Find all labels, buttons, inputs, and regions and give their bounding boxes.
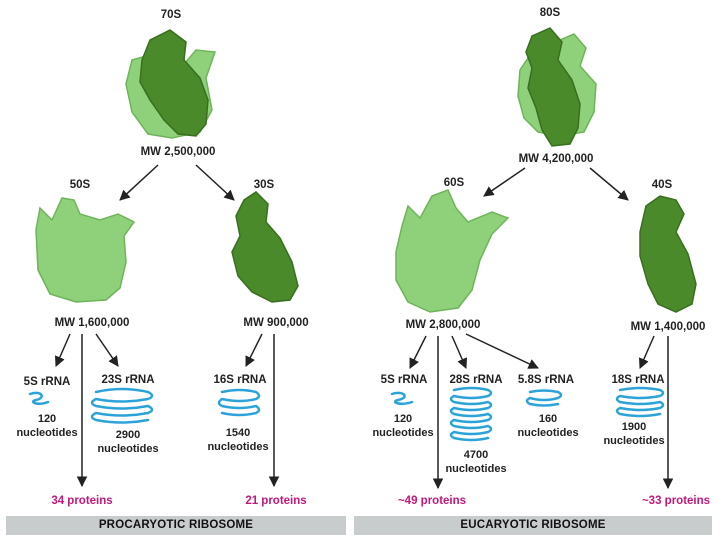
rrna-16s-squiggle xyxy=(217,388,261,417)
label-60s: 60S xyxy=(443,177,465,189)
mw-80s: MW 4,200,000 xyxy=(518,153,594,165)
rrna-58s-nt-unit: nucleotides xyxy=(517,427,579,439)
subunit-30s-shape xyxy=(231,191,299,303)
rrna-5s-euk-nt-count: 120 xyxy=(393,413,413,425)
rrna-5s-prok-nt-count: 120 xyxy=(37,413,57,425)
label-70s: 70S xyxy=(160,9,182,21)
rrna-5s-prok-squiggle xyxy=(28,391,50,405)
rrna-23s-nt-count: 2900 xyxy=(115,429,141,441)
mw-50s: MW 1,600,000 xyxy=(54,317,130,329)
subunit-60s-shape xyxy=(395,189,510,313)
rrna-28s-nt-unit: nucleotides xyxy=(445,463,507,475)
rrna-28s-nt-count: 4700 xyxy=(463,449,489,461)
arrow-60s-to-5s xyxy=(409,335,427,369)
arrow-80s-to-60s xyxy=(483,167,526,197)
rrna-5s-euk-squiggle xyxy=(390,391,414,405)
ribosome-80s-shape xyxy=(517,27,597,147)
label-30s: 30S xyxy=(253,179,275,191)
arrow-70s-to-30s xyxy=(195,164,235,201)
arrow-30s-to-16s xyxy=(245,333,263,367)
rrna-58s-nt-count: 160 xyxy=(538,413,558,425)
rrna-28s-squiggle xyxy=(449,386,493,442)
rrna-18s-name: 18S rRNA xyxy=(611,374,665,386)
label-50s: 50S xyxy=(69,179,91,191)
rrna-16s-nt-unit: nucleotides xyxy=(207,441,269,453)
mw-60s: MW 2,800,000 xyxy=(405,319,481,331)
arrow-50s-to-5s xyxy=(54,333,71,367)
proteins-60s: ~49 proteins xyxy=(397,495,467,507)
rrna-23s-squiggle xyxy=(90,387,154,424)
rrna-58s-squiggle xyxy=(525,389,563,407)
label-80s: 80S xyxy=(539,7,561,19)
label-40s: 40S xyxy=(651,179,673,191)
rrna-18s-nt-count: 1900 xyxy=(621,421,647,433)
proteins-50s: 34 proteins xyxy=(51,495,113,507)
arrow-60s-to-28s xyxy=(451,335,468,369)
mw-30s: MW 900,000 xyxy=(243,317,309,329)
mw-40s: MW 1,400,000 xyxy=(630,321,706,333)
rrna-58s-name: 5.8S rRNA xyxy=(517,374,575,386)
proteins-30s: 21 proteins xyxy=(245,495,307,507)
proteins-40s: ~33 proteins xyxy=(641,495,711,507)
rrna-23s-name: 23S rRNA xyxy=(101,374,155,386)
subunit-50s-shape xyxy=(35,197,136,303)
rrna-28s-name: 28S rRNA xyxy=(449,374,503,386)
mw-70s: MW 2,500,000 xyxy=(140,146,216,158)
arrow-40s-to-18s xyxy=(638,335,655,369)
arrow-80s-to-40s xyxy=(589,167,629,201)
arrow-70s-to-50s xyxy=(119,164,159,201)
title-eucaryotic-ribosome: EUCARYOTIC RIBOSOME xyxy=(354,516,712,535)
arrow-60s-to-58s xyxy=(465,333,539,369)
rrna-5s-euk-nt-unit: nucleotides xyxy=(372,427,434,439)
rrna-16s-nt-count: 1540 xyxy=(225,427,251,439)
subunit-40s-shape xyxy=(639,195,697,313)
rrna-23s-nt-unit: nucleotides xyxy=(97,443,159,455)
rrna-5s-prok-nt-unit: nucleotides xyxy=(16,427,78,439)
rrna-18s-squiggle xyxy=(615,386,665,418)
rrna-18s-nt-unit: nucleotides xyxy=(603,435,665,447)
ribosome-70s-shape xyxy=(125,29,217,139)
rrna-5s-euk-name: 5S rRNA xyxy=(380,374,428,386)
arrow-50s-to-23s xyxy=(95,333,119,367)
title-prokaryotic-ribosome: PROCARYOTIC RIBOSOME xyxy=(6,516,346,535)
rrna-16s-name: 16S rRNA xyxy=(213,374,267,386)
rrna-5s-prok-name: 5S rRNA xyxy=(23,376,71,388)
